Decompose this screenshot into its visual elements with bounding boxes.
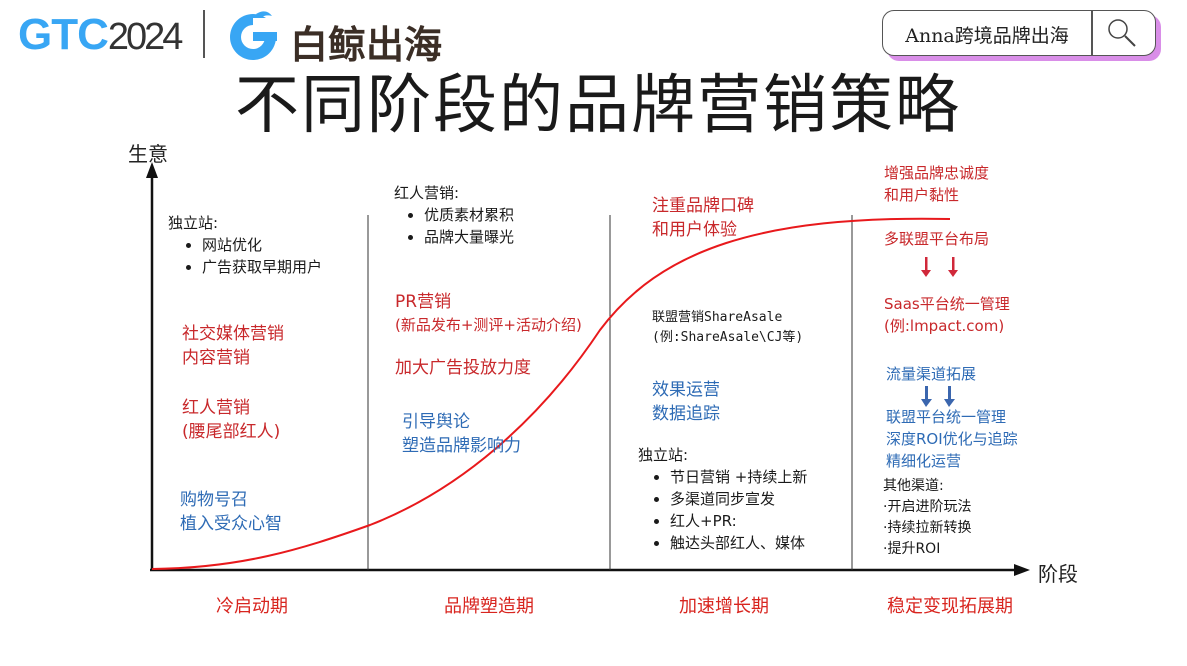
- list-item: 广告获取早期用户: [202, 256, 322, 278]
- phase3-red: 注重品牌口碑和用户体验: [652, 194, 754, 242]
- text-line: (腰尾部红人): [182, 422, 281, 442]
- search-box[interactable]: Anna跨境品牌出海: [882, 10, 1156, 56]
- phase4-red2: 多联盟平台布局: [884, 230, 990, 248]
- gtc-logo: GTC2024: [18, 10, 183, 59]
- block-title: 其他渠道:: [883, 478, 944, 494]
- blue-arrows: [921, 386, 955, 407]
- text-line: 数据追踪: [652, 404, 720, 424]
- x-axis-arrow: [1014, 564, 1030, 576]
- phase2-kol-block: 红人营销: 优质素材累积品牌大量曝光: [394, 182, 514, 248]
- search-separator: [1091, 11, 1093, 55]
- phase4-blue2: 联盟平台统一管理深度ROI优化与追踪精细化运营: [886, 406, 1018, 472]
- list-item: 节日营销 +持续上新: [670, 466, 807, 488]
- list-item: ·开启进阶玩法: [883, 499, 972, 515]
- brand-logo-text: 白鲸出海: [290, 23, 443, 67]
- phase-label: 加速增长期: [679, 596, 769, 617]
- search-text: Anna跨境品牌出海: [905, 25, 1069, 47]
- phase1-blue: 购物号召植入受众心智: [180, 488, 282, 536]
- list-item: 触达头部红人、媒体: [670, 532, 807, 554]
- search-icon[interactable]: [1105, 17, 1139, 49]
- text-line: 注重品牌口碑: [652, 196, 754, 216]
- phase2-blue: 引导舆论塑造品牌影响力: [402, 410, 521, 458]
- phase-label: 冷启动期: [216, 596, 288, 617]
- phase3-affiliate: 联盟营销ShareAsale (例:ShareAsale\CJ等): [652, 308, 803, 348]
- y-axis-arrow: [146, 162, 158, 178]
- growth-curve: [151, 217, 951, 570]
- text-line: 植入受众心智: [180, 514, 282, 534]
- block-title: 独立站:: [638, 446, 689, 464]
- phase4-red3: Saas平台统一管理 (例:lmpact.com): [884, 293, 1010, 337]
- text-line: 和用户黏性: [884, 186, 960, 204]
- text-line: (例:ShareAsale\CJ等): [652, 330, 804, 345]
- list-item: ·提升ROI: [883, 541, 941, 557]
- phase3-site-block: 独立站: 节日营销 +持续上新多渠道同步宣发红人+PR:触达头部红人、媒体: [638, 444, 807, 554]
- phase4-blue1: 流量渠道拓展: [886, 365, 977, 383]
- phase4-other-block: 其他渠道: ·开启进阶玩法 ·持续拉新转换 ·提升ROI: [883, 476, 971, 560]
- text-line: Saas平台统一管理: [884, 295, 1010, 313]
- phase4-red1: 增强品牌忠诚度和用户黏性: [884, 162, 989, 206]
- list-item: 品牌大量曝光: [424, 226, 514, 248]
- x-axis-label: 阶段: [1038, 562, 1078, 586]
- phase2-pr-sub: (新品发布+测评+活动介绍): [395, 316, 582, 334]
- phase2-ads: 加大广告投放力度: [395, 358, 531, 378]
- text-line: 社交媒体营销: [182, 324, 284, 344]
- list-item: 网站优化: [202, 234, 322, 256]
- text-line: 和用户体验: [652, 220, 737, 240]
- phase1-site-block: 独立站: 网站优化广告获取早期用户: [168, 212, 322, 278]
- phase-label: 稳定变现拓展期: [887, 596, 1013, 617]
- text-line: 增强品牌忠诚度: [884, 164, 990, 182]
- text-line: 联盟营销ShareAsale: [652, 310, 783, 325]
- text-line: 引导舆论: [402, 412, 470, 432]
- text-line: 精细化运营: [886, 452, 962, 470]
- page-title: 不同阶段的品牌营销策略: [235, 69, 961, 143]
- text-line: 深度ROI优化与追踪: [886, 430, 1018, 448]
- text-line: 内容营销: [182, 348, 250, 368]
- phase3-blue: 效果运营数据追踪: [652, 378, 720, 426]
- text-line: 效果运营: [652, 380, 720, 400]
- phase2-pr-title: PR营销: [395, 292, 452, 312]
- logo-divider: [203, 10, 205, 58]
- block-title: 独立站:: [168, 214, 219, 232]
- text-line: 红人营销: [182, 398, 250, 418]
- block-title: 红人营销:: [394, 184, 460, 202]
- phase1-kol: 红人营销 (腰尾部红人): [182, 396, 280, 444]
- phase-label: 品牌塑造期: [444, 596, 534, 617]
- list-item: 优质素材累积: [424, 204, 514, 226]
- list-item: 红人+PR:: [670, 510, 807, 532]
- red-arrows: [921, 257, 958, 277]
- whale-logo-icon: [230, 11, 279, 60]
- text-line: 塑造品牌影响力: [402, 436, 521, 456]
- list-item: ·持续拉新转换: [883, 520, 972, 536]
- phase1-social: 社交媒体营销内容营销: [182, 322, 284, 370]
- y-axis-label: 生意: [128, 142, 168, 166]
- text-line: (例:lmpact.com): [884, 317, 1005, 335]
- text-line: 购物号召: [180, 490, 248, 510]
- list-item: 多渠道同步宣发: [670, 488, 807, 510]
- text-line: 联盟平台统一管理: [886, 408, 1007, 426]
